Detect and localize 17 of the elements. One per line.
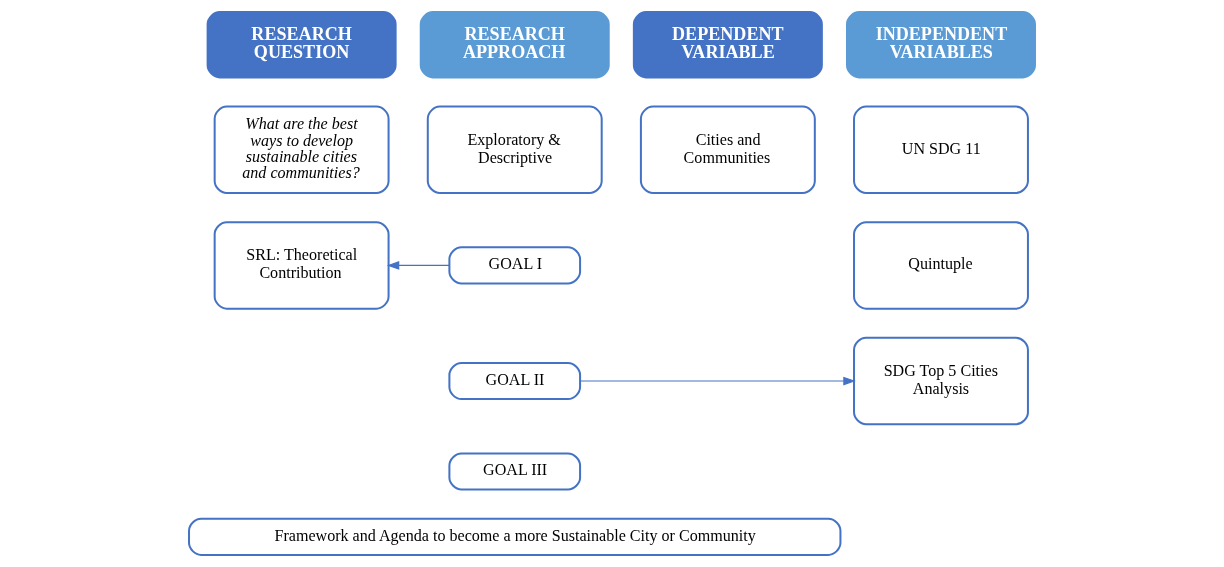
node-box: Quintuple: [853, 221, 1029, 310]
node-box: RESEARCH QUESTION: [206, 11, 397, 79]
node-box: GOAL I: [448, 246, 582, 285]
node-box: UN SDG 11: [853, 105, 1029, 195]
node-box: SRL: Theoretical Contribution: [213, 221, 390, 310]
node-box: Cities and Communities: [639, 105, 816, 195]
node-box: RESEARCH APPROACH: [419, 11, 610, 79]
node-box: INDEPENDENT VARIABLES: [846, 11, 1036, 79]
node-box: GOAL II: [448, 361, 582, 401]
node-box: Exploratory & Descriptive: [426, 105, 603, 195]
node-box: SDG Top 5 Cities Analysis: [853, 336, 1029, 426]
node-box: GOAL III: [448, 452, 582, 491]
arrow: [386, 261, 450, 270]
arrow: [579, 376, 856, 386]
node-box: Framework and Agenda to become a more Sustainable City or Community: [188, 517, 842, 556]
node-box: DEPENDENT VARIABLE: [632, 11, 823, 79]
node-box: What are the best ways to develop sustainable cities and communities?: [213, 105, 390, 195]
